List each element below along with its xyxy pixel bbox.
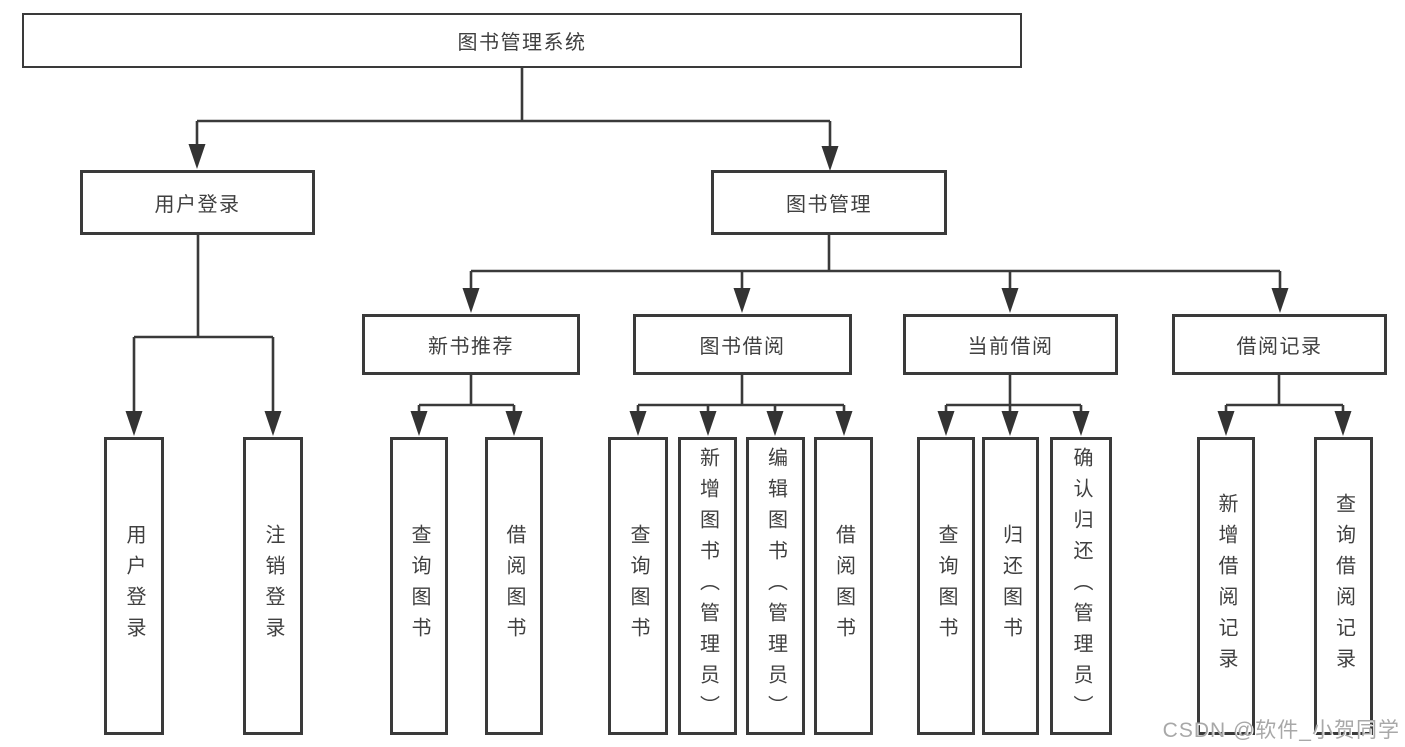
leaf-borrow-books-recommend: 借阅图书 [485, 437, 543, 735]
node-label: 借阅图书 [832, 524, 855, 648]
leaf-add-borrow-record: 新增借阅记录 [1197, 437, 1255, 735]
arrowhead [1001, 288, 1019, 313]
arrowhead [699, 411, 717, 436]
arrowhead [835, 411, 853, 436]
leaf-edit-book-admin: 编辑图书（管理员） [746, 437, 805, 735]
node-label: 编辑图书（管理员） [764, 446, 787, 726]
leaf-return-books: 归还图书 [982, 437, 1039, 735]
arrowhead [125, 411, 143, 436]
node-label: 用户登录 [123, 524, 145, 648]
arrowhead [462, 288, 480, 313]
node-book-borrowing: 图书借阅 [633, 314, 852, 375]
arrowhead [733, 288, 751, 313]
node-label: 用户登录 [154, 194, 241, 216]
node-label: 图书管理系统 [457, 32, 587, 54]
node-label: 查询图书 [627, 524, 649, 648]
arrowhead [1217, 411, 1235, 436]
node-library-management-system: 图书管理系统 [22, 13, 1022, 68]
node-current-borrowing: 当前借阅 [903, 314, 1118, 375]
arrowhead [264, 411, 282, 436]
arrowhead [505, 411, 523, 436]
arrowhead [1001, 411, 1019, 436]
leaf-query-borrow-record: 查询借阅记录 [1314, 437, 1373, 735]
arrowhead [1072, 411, 1090, 436]
leaf-confirm-return-admin: 确认归还（管理员） [1050, 437, 1112, 735]
node-label: 确认归还（管理员） [1070, 446, 1092, 726]
node-label: 查询图书 [408, 524, 430, 648]
node-label: 注销登录 [262, 524, 284, 648]
node-label: 新增借阅记录 [1215, 493, 1237, 679]
arrowhead [1271, 288, 1289, 313]
arrowhead [188, 144, 206, 169]
leaf-query-books-borrow: 查询图书 [608, 437, 668, 735]
node-label: 新增图书（管理员） [696, 446, 719, 726]
node-label: 图书管理 [786, 194, 872, 216]
arrowhead [1334, 411, 1352, 436]
node-new-book-recommendation: 新书推荐 [362, 314, 580, 375]
node-borrowing-records: 借阅记录 [1172, 314, 1387, 375]
node-book-management: 图书管理 [711, 170, 947, 235]
leaf-borrow-books: 借阅图书 [814, 437, 873, 735]
leaf-add-book-admin: 新增图书（管理员） [678, 437, 737, 735]
arrowhead [937, 411, 955, 436]
arrowhead [821, 146, 839, 171]
arrowhead [766, 411, 784, 436]
node-user-login: 用户登录 [80, 170, 315, 235]
node-label: 新书推荐 [428, 336, 514, 358]
node-label: 当前借阅 [967, 336, 1054, 358]
node-label: 借阅图书 [503, 524, 525, 648]
leaf-user-login: 用户登录 [104, 437, 164, 735]
node-label: 查询图书 [935, 524, 957, 648]
leaf-query-books-recommend: 查询图书 [390, 437, 448, 735]
node-label: 图书借阅 [699, 336, 786, 358]
arrowhead [410, 411, 428, 436]
node-label: 归还图书 [999, 524, 1022, 648]
arrowhead [629, 411, 647, 436]
node-label: 借阅记录 [1236, 336, 1323, 358]
node-label: 查询借阅记录 [1332, 493, 1355, 679]
leaf-logout: 注销登录 [243, 437, 303, 735]
leaf-query-books-current: 查询图书 [917, 437, 975, 735]
